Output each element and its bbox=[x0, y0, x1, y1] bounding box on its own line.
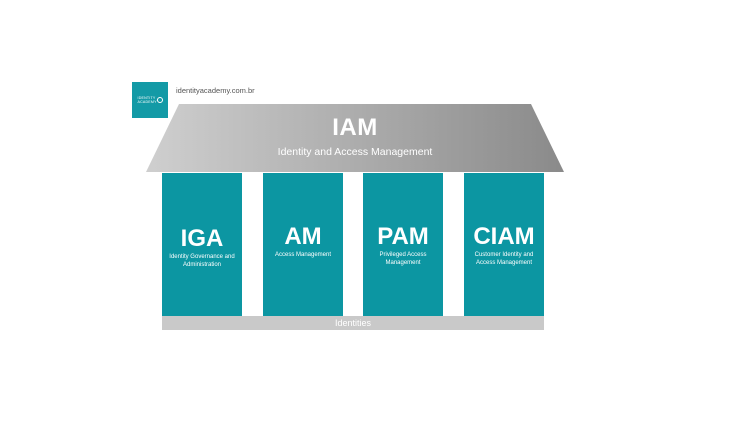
logo-text: IDENTITY ACADEMY bbox=[137, 96, 157, 104]
pillar-title: IGA bbox=[180, 225, 224, 252]
pillar-title: AM bbox=[284, 223, 322, 250]
pillar-description: Customer Identity and Access Management bbox=[474, 252, 534, 266]
logo-mark-icon bbox=[156, 97, 163, 103]
pillar-ciam: CIAM Customer Identity and Access Manage… bbox=[464, 173, 544, 316]
identity-academy-logo: IDENTITY ACADEMY bbox=[132, 82, 168, 118]
identities-base: Identities bbox=[162, 316, 544, 330]
roof-shape bbox=[146, 104, 564, 172]
iam-roof: IAM Identity and Access Management bbox=[146, 104, 564, 172]
pillar-title: CIAM bbox=[473, 223, 535, 250]
pillar-am: AM Access Management bbox=[263, 173, 343, 316]
pillar-description: Identity Governance and Administration bbox=[169, 254, 235, 268]
roof-title: IAM bbox=[332, 114, 378, 141]
pillar-description: Privileged Access Management bbox=[379, 252, 427, 266]
pillar-iga: IGA Identity Governance and Administrati… bbox=[162, 173, 242, 316]
pillar-pam: PAM Privileged Access Management bbox=[363, 173, 443, 316]
pillar-title: PAM bbox=[377, 223, 429, 250]
site-url: identityacademy.com.br bbox=[176, 86, 255, 95]
roof-subtitle: Identity and Access Management bbox=[277, 146, 433, 158]
pillar-description: Access Management bbox=[274, 252, 332, 258]
